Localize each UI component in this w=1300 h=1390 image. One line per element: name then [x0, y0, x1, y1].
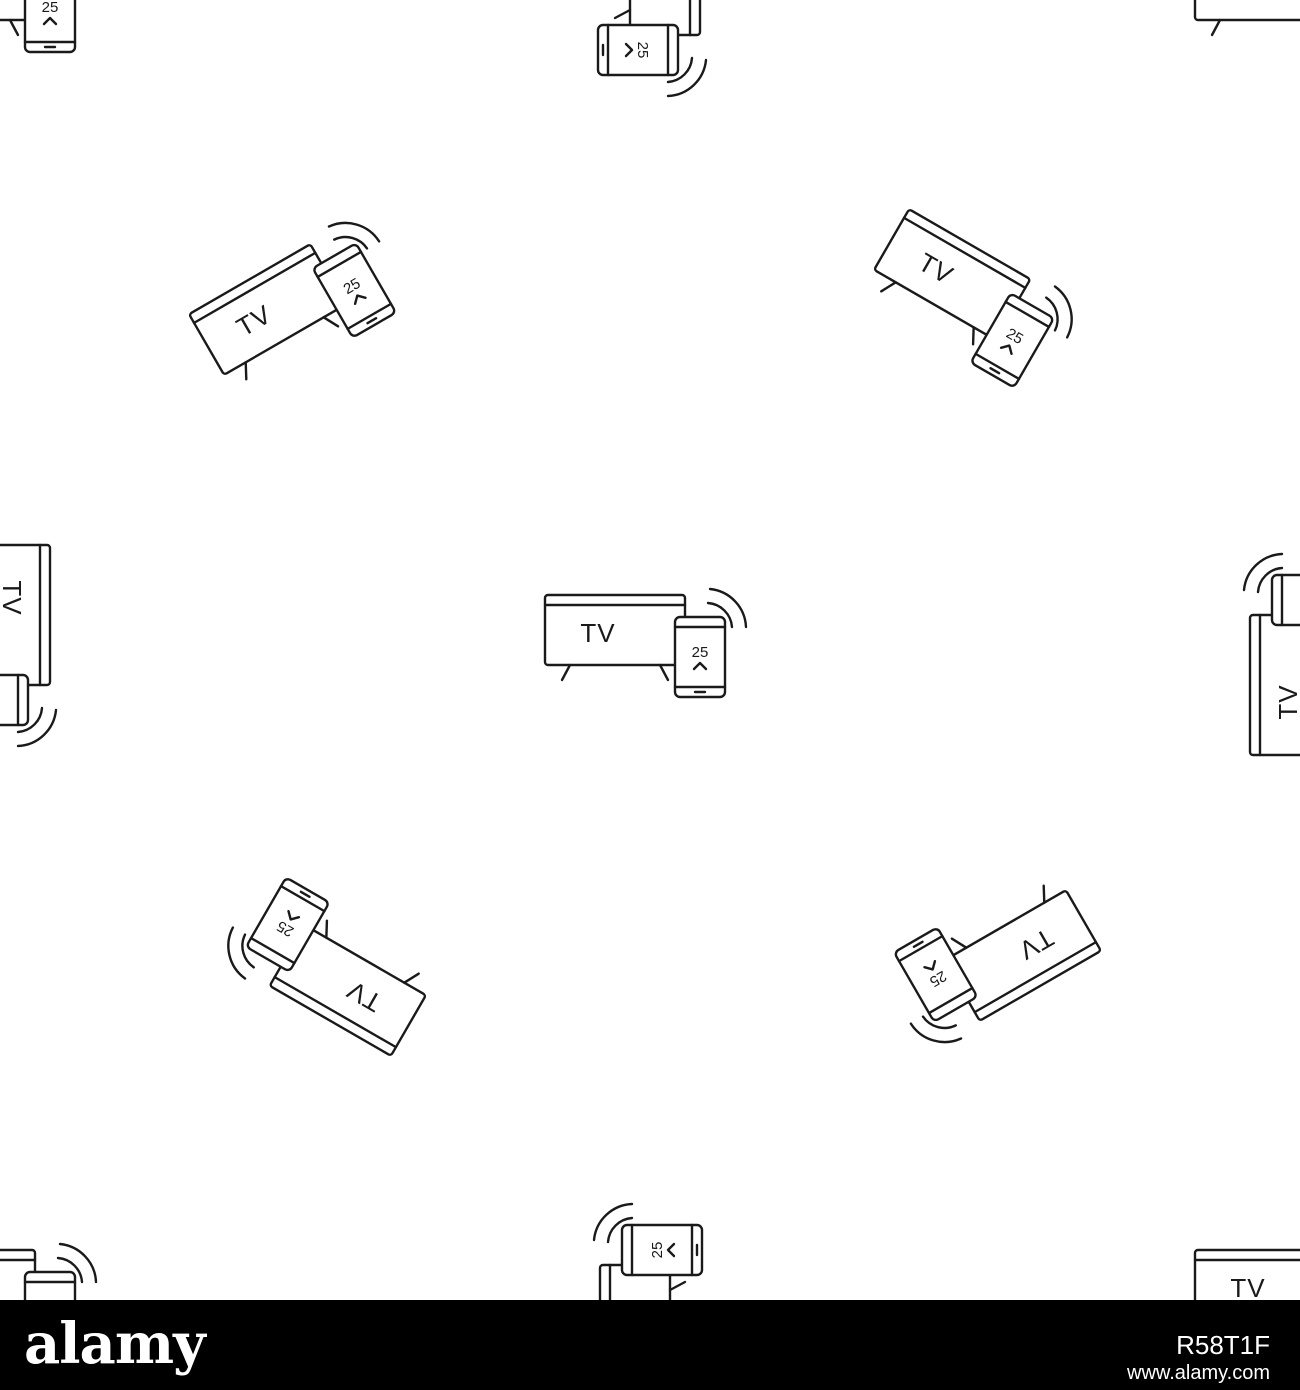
tv-phone-remote-icon — [1242, 552, 1300, 757]
tv-phone-remote-icon — [874, 861, 1106, 1058]
tv-phone-remote-icon — [543, 587, 748, 699]
tv-phone-remote-icon — [0, 543, 58, 748]
brand-logo: alamy — [24, 1311, 206, 1377]
tv-phone-remote-icon — [856, 202, 1088, 400]
tv-phone-remote-icon — [596, 0, 708, 98]
tv-phone-remote-icon — [212, 865, 444, 1063]
tv-phone-remote-icon — [1193, 0, 1300, 54]
watermark-footer: alamy R58T1F www.alamy.com — [0, 1300, 1300, 1390]
site-url: www.alamy.com — [1127, 1362, 1270, 1384]
tv-phone-remote-icon — [1193, 1242, 1300, 1300]
tv-phone-remote-icon — [0, 1242, 98, 1300]
tv-phone-remote-icon — [0, 0, 98, 54]
tv-phone-remote-icon — [592, 1202, 704, 1300]
tv-phone-remote-icon — [184, 207, 416, 404]
pattern-svg: TV 25 — [0, 0, 1300, 1300]
pattern-canvas: TV 25 — [0, 0, 1300, 1300]
image-id: R58T1F — [1176, 1330, 1270, 1360]
